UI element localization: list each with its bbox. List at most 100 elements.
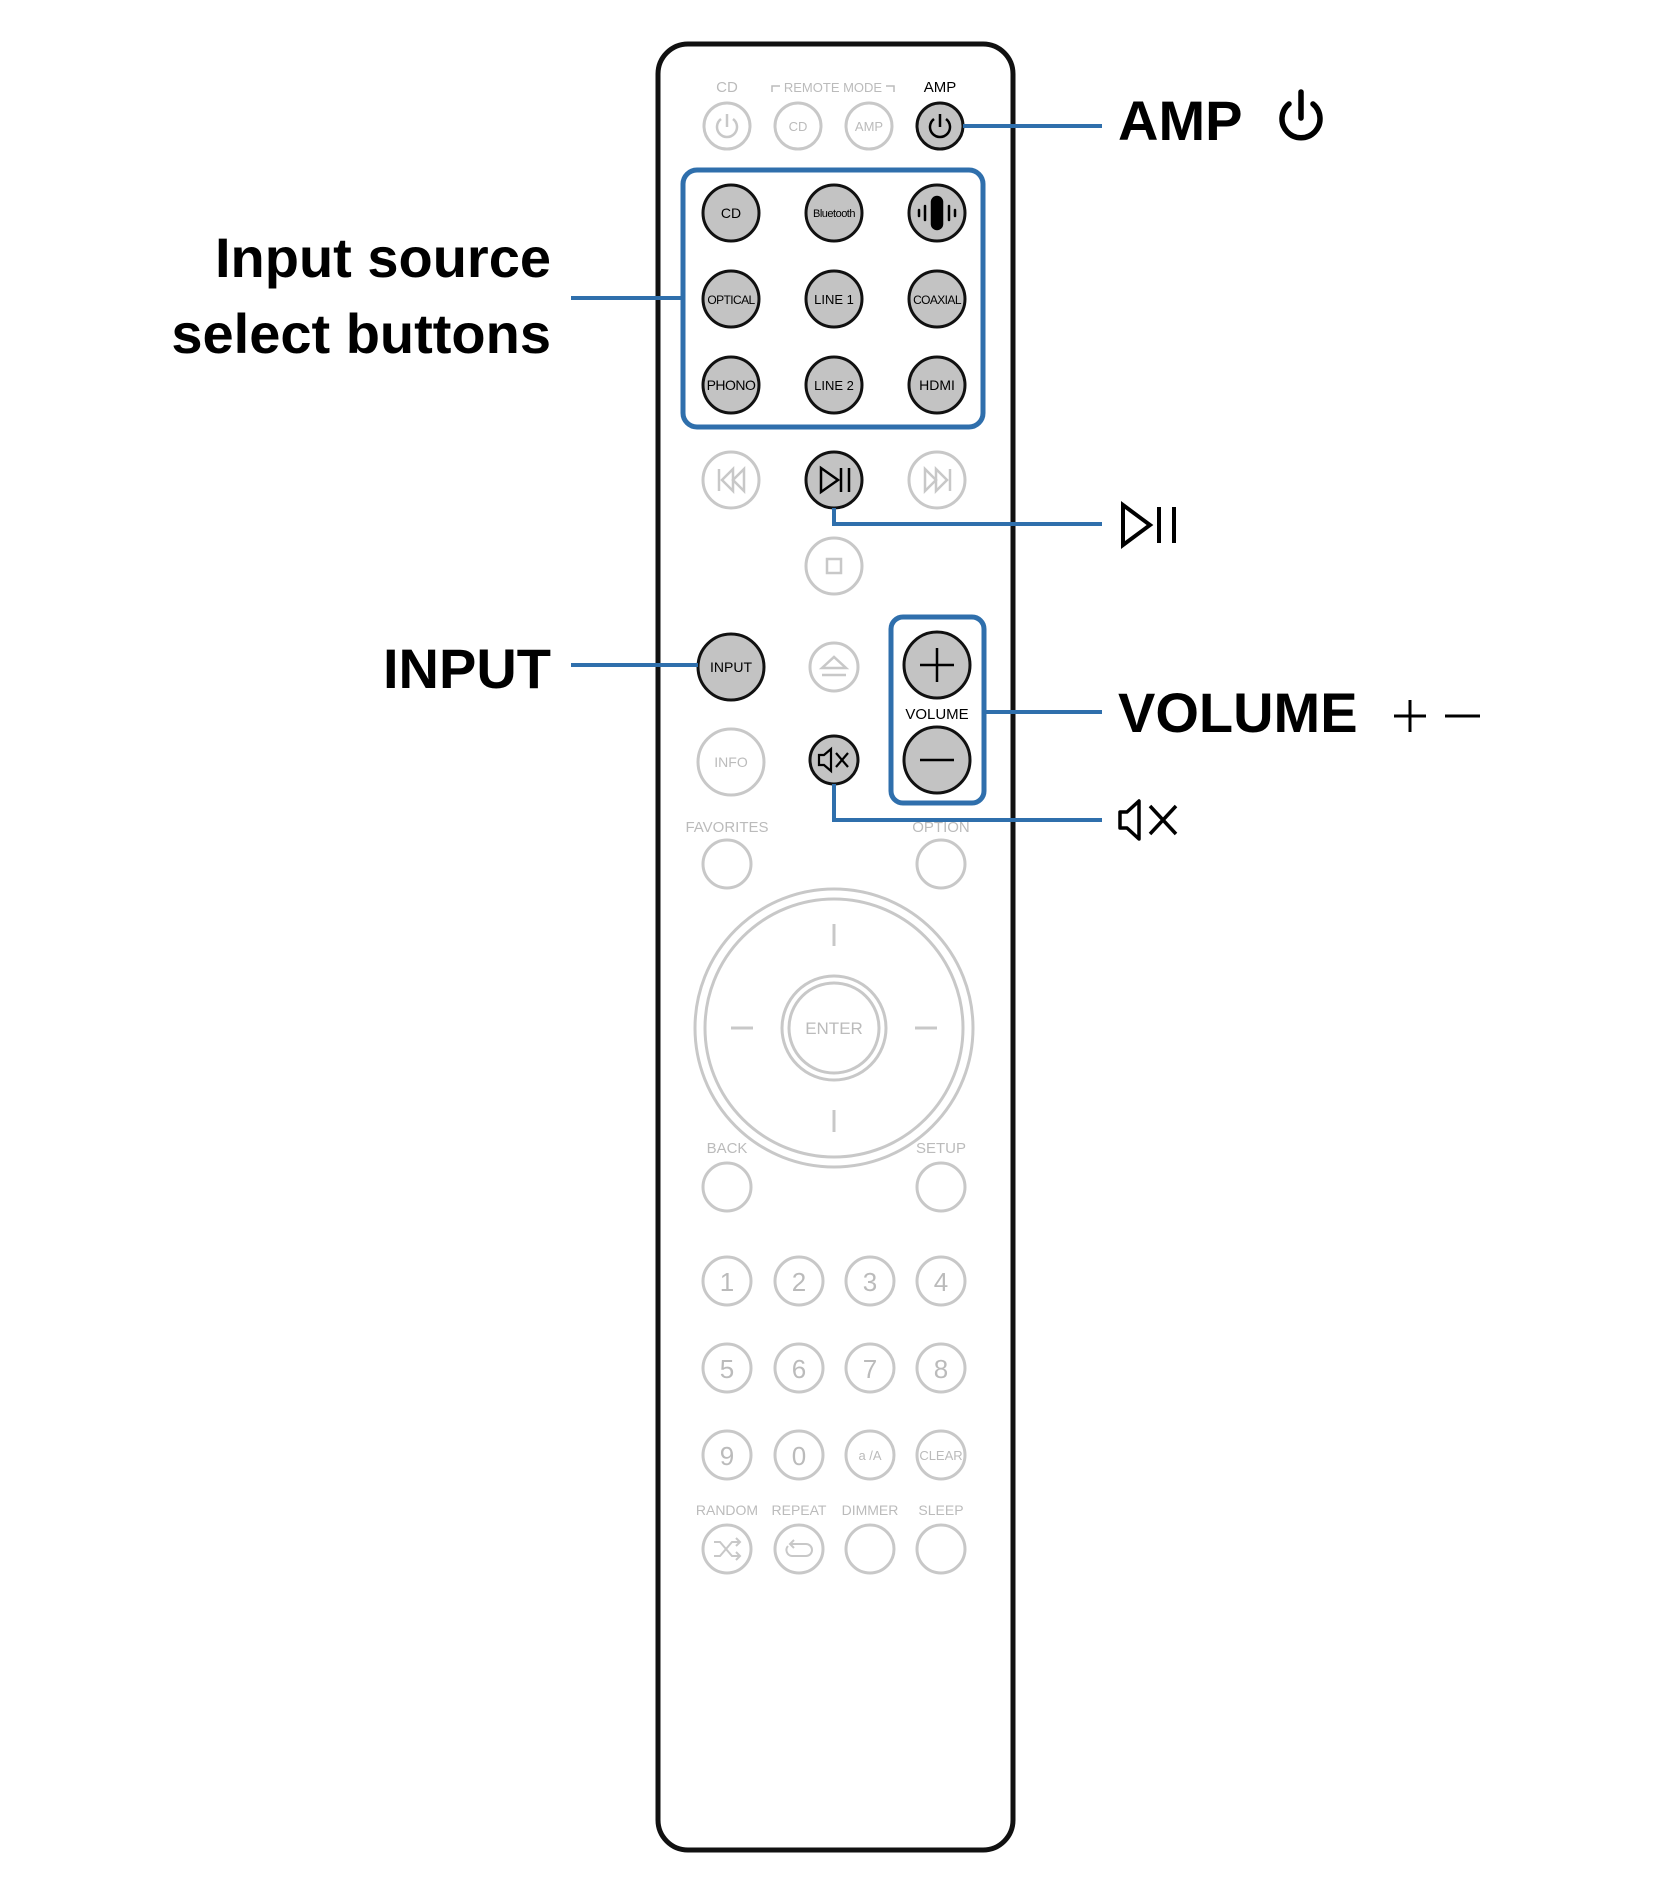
remote-mode-label: REMOTE MODE [784, 80, 883, 95]
info-button[interactable]: INFO [696, 727, 766, 797]
number-pad: 1 2 3 4 5 6 7 8 9 0 a /A CLEAR [701, 1255, 967, 1481]
option-button[interactable] [915, 838, 967, 890]
remote-mode-cd-button[interactable]: CD [773, 101, 823, 151]
skip-forward-icon [923, 465, 952, 495]
eject-button[interactable] [808, 641, 860, 693]
stop-icon [825, 557, 843, 575]
cd-power-label: CD [716, 79, 738, 96]
number-button[interactable]: 3 [844, 1255, 896, 1307]
skip-back-button[interactable] [701, 450, 761, 510]
input-source-callout-line1: Input source [215, 226, 551, 289]
input-callout-text: INPUT [383, 637, 551, 700]
number-button-label: 7 [863, 1354, 877, 1384]
source-button-line1[interactable]: LINE 1 [804, 269, 864, 329]
number-button-label: 4 [934, 1267, 948, 1297]
source-button-optical-label: OPTICAL [707, 293, 755, 307]
number-button[interactable]: 0 [773, 1429, 825, 1481]
random-button[interactable] [701, 1523, 753, 1575]
number-button-label: 9 [720, 1441, 734, 1471]
back-button[interactable] [701, 1161, 753, 1213]
number-button[interactable]: 2 [773, 1255, 825, 1307]
input-button[interactable]: INPUT [696, 632, 766, 702]
play-pause-icon [819, 465, 851, 495]
number-button[interactable]: 1 [701, 1255, 753, 1307]
setup-button[interactable] [915, 1161, 967, 1213]
mute-callout [1118, 799, 1178, 841]
number-button[interactable]: 8 [915, 1342, 967, 1394]
enter-button[interactable]: ENTER [780, 974, 888, 1082]
input-source-callout: Input source select buttons [171, 226, 551, 365]
clear-button[interactable]: CLEAR [915, 1429, 967, 1481]
number-button-label: 0 [792, 1441, 806, 1471]
favorites-button[interactable] [701, 838, 753, 890]
sleep-button[interactable] [915, 1523, 967, 1575]
option-label: OPTION [912, 819, 970, 836]
source-button-line2[interactable]: LINE 2 [804, 355, 864, 415]
amp-callout-text: AMP [1118, 89, 1242, 152]
back-label: BACK [707, 1140, 748, 1157]
number-button[interactable]: 5 [701, 1342, 753, 1394]
stop-button[interactable] [804, 536, 864, 596]
source-button-coaxial[interactable]: COAXIAL [907, 269, 967, 329]
volume-down-button[interactable] [902, 725, 972, 795]
source-button-line2-label: LINE 2 [814, 378, 854, 393]
source-button-hdmi-label: HDMI [919, 377, 955, 393]
enter-button-label: ENTER [805, 1019, 863, 1038]
play-pause-callout [1121, 501, 1176, 549]
alpha-case-button[interactable]: a /A [844, 1429, 896, 1481]
number-button-label: 6 [792, 1354, 806, 1384]
source-button-line1-label: LINE 1 [814, 292, 854, 307]
number-button[interactable]: 6 [773, 1342, 825, 1394]
source-button-hdmi[interactable]: HDMI [907, 355, 967, 415]
mute-callout-line [832, 784, 1102, 822]
play-pause-button[interactable] [804, 450, 864, 510]
number-button[interactable]: 9 [701, 1429, 753, 1481]
mute-icon [817, 746, 849, 774]
repeat-button[interactable] [773, 1523, 825, 1575]
cd-power-button[interactable] [702, 101, 752, 151]
amp-power-label: AMP [924, 79, 957, 96]
mute-button[interactable] [808, 734, 860, 786]
remote-mode-cd-label: CD [789, 119, 808, 134]
info-button-label: INFO [714, 754, 748, 770]
play-pause-callout-line [832, 508, 1102, 526]
volume-up-button[interactable] [902, 630, 972, 700]
remote-mode-amp-button[interactable]: AMP [844, 101, 894, 151]
input-button-label: INPUT [710, 659, 752, 675]
power-icon [1279, 89, 1323, 141]
volume-callout-text: VOLUME [1118, 681, 1358, 744]
volume-callout: VOLUME [1118, 681, 1480, 744]
amp-callout: AMP [1118, 89, 1323, 152]
random-label: RANDOM [696, 1502, 758, 1518]
setup-label: SETUP [916, 1140, 966, 1157]
sleep-label: SLEEP [918, 1502, 963, 1518]
source-button-cd-label: CD [721, 205, 741, 221]
repeat-icon [785, 1539, 813, 1557]
skip-forward-button[interactable] [907, 450, 967, 510]
number-button[interactable]: 7 [844, 1342, 896, 1394]
source-button-bluetooth-label: Bluetooth [813, 208, 855, 220]
source-button-cd[interactable]: CD [701, 183, 761, 243]
plus-icon [920, 648, 954, 682]
source-button-coaxial-label: COAXIAL [913, 293, 962, 307]
source-button-phono-label: PHONO [707, 377, 756, 393]
dimmer-button[interactable] [844, 1523, 896, 1575]
source-button-phono[interactable]: PHONO [701, 355, 761, 415]
source-button-optical[interactable]: OPTICAL [701, 269, 761, 329]
amp-power-button[interactable] [915, 101, 965, 151]
repeat-label: REPEAT [772, 1502, 827, 1518]
play-pause-icon [1121, 501, 1176, 549]
number-button-label: 8 [934, 1354, 948, 1384]
remote-mode-bracket [771, 85, 895, 92]
number-button-label: 2 [792, 1267, 806, 1297]
shuffle-icon [714, 1537, 742, 1561]
clear-label: CLEAR [919, 1448, 962, 1463]
mute-icon [1118, 799, 1178, 841]
heos-icon [917, 195, 957, 231]
source-button-bluetooth[interactable]: Bluetooth [804, 183, 864, 243]
power-icon [715, 114, 739, 139]
source-button-heos[interactable] [907, 183, 967, 243]
number-button-label: 3 [863, 1267, 877, 1297]
number-button[interactable]: 4 [915, 1255, 967, 1307]
